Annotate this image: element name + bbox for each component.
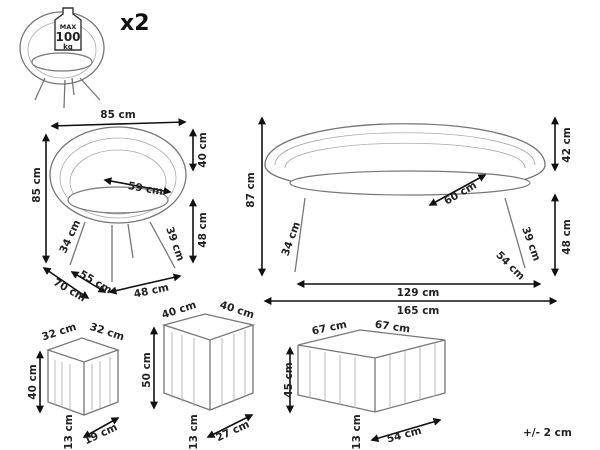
- small-stool-drawing: [45, 337, 121, 416]
- table-height: 45 cm: [283, 362, 295, 397]
- small-stool-width: 32 cm: [40, 321, 77, 343]
- coffee-table-drawing: [297, 329, 446, 413]
- large-stool-leg-height: 13 cm: [188, 414, 200, 449]
- table-base: 54 cm: [386, 425, 423, 446]
- sofa-seat-height: 48 cm: [561, 219, 573, 254]
- max-label: MAX: [60, 23, 77, 31]
- sofa-height: 87 cm: [245, 172, 257, 207]
- small-stool-leg-height: 13 cm: [63, 414, 75, 449]
- armchair-seat-height: 48 cm: [197, 212, 209, 247]
- max-weight-value: 100: [55, 30, 80, 44]
- small-stool-base: 19 cm: [82, 421, 119, 447]
- sofa-back-height: 42 cm: [561, 127, 573, 162]
- quantity-label: x2: [120, 11, 150, 36]
- armchair-base-width: 48 cm: [133, 282, 170, 301]
- sofa-width: 165 cm: [397, 305, 440, 317]
- sofa-side-depth: 39 cm: [519, 225, 542, 262]
- armchair-drawing: [49, 126, 187, 282]
- large-stool-height: 50 cm: [141, 352, 153, 387]
- armchair-width: 85 cm: [100, 109, 135, 121]
- armchair-side-depth: 39 cm: [163, 225, 186, 262]
- large-stool-drawing: [161, 313, 256, 411]
- sofa-inner-width: 129 cm: [397, 287, 440, 299]
- armchair-back-height: 40 cm: [197, 132, 209, 167]
- large-stool-base: 27 cm: [214, 418, 251, 444]
- sofa-depth: 54 cm: [493, 249, 527, 283]
- table-leg-height: 13 cm: [351, 414, 363, 449]
- table-depth: 67 cm: [374, 319, 411, 336]
- small-stool-height: 40 cm: [27, 364, 39, 399]
- small-stool-depth: 32 cm: [88, 321, 125, 343]
- tolerance-note: +/- 2 cm: [523, 427, 572, 439]
- armchair-height: 85 cm: [31, 167, 43, 202]
- max-weight-unit: kg: [63, 43, 73, 51]
- max-weight-badge: MAX 100 kg: [54, 7, 82, 51]
